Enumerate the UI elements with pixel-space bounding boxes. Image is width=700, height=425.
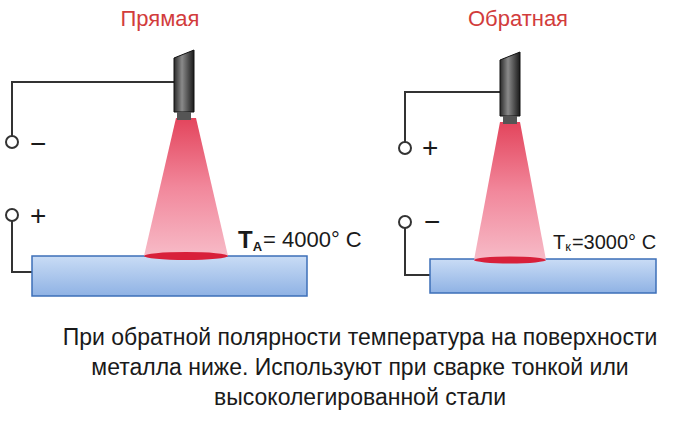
welding-arc — [144, 118, 228, 256]
temperature-value: =3000° C — [572, 232, 656, 252]
workpiece-plate — [32, 256, 307, 296]
electrode-holder — [174, 50, 194, 112]
workpiece-plate — [430, 259, 656, 293]
temperature-subscript: к — [565, 240, 571, 253]
electrode-tip — [503, 116, 517, 124]
temperature-symbol: T — [238, 228, 253, 252]
temperature-value: = 4000° C — [263, 229, 362, 251]
temperature-symbol: T — [553, 232, 565, 252]
terminal-sign: − — [424, 208, 440, 236]
left-welding — [32, 50, 307, 296]
polarity-heading: Прямая — [121, 8, 200, 30]
weld-pool — [474, 257, 546, 264]
terminal-sign: − — [30, 130, 46, 158]
electrode-tip — [177, 112, 191, 120]
terminal-sign: + — [30, 202, 46, 230]
wires — [6, 82, 500, 275]
caption: При обратной полярности температура на п… — [30, 322, 690, 412]
welding-arc — [474, 122, 546, 260]
weld-pool — [144, 252, 228, 260]
polarity-heading: Обратная — [468, 8, 568, 30]
terminal-sign: + — [422, 134, 438, 162]
right-welding — [430, 52, 656, 293]
electrode-holder — [500, 52, 520, 116]
temperature-subscript: A — [253, 240, 262, 253]
